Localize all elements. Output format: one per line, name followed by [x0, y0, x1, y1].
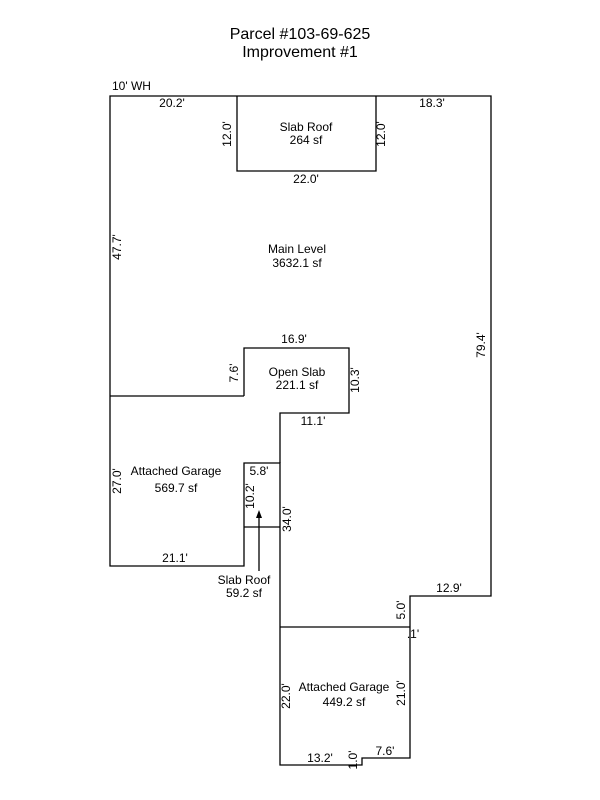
dim-bottom-right: 7.6'	[376, 744, 395, 758]
slab-roof-label: Slab Roof	[280, 120, 333, 134]
dim-open-top: 16.9'	[281, 332, 307, 346]
slab-roof-area: 264 sf	[290, 133, 323, 147]
dim-garage-bottom-left: 22.0'	[279, 683, 293, 709]
improvement-title: Improvement #1	[242, 44, 358, 61]
dim-open-left: 7.6'	[227, 364, 241, 383]
dim-tiny-jog: .1'	[407, 627, 419, 641]
dim-center-vertical: 34.0'	[280, 506, 294, 532]
dim-bottom-notch: 1.0'	[346, 751, 360, 770]
open-slab-outline	[243, 347, 350, 463]
dim-open-bottom: 11.1'	[301, 414, 326, 428]
dim-garage-left-side: 27.0'	[110, 468, 124, 494]
garage-bottom-label: Attached Garage	[299, 680, 390, 694]
dim-top-right: 18.3'	[419, 96, 445, 110]
garage-bottom-area: 449.2 sf	[323, 695, 366, 709]
main-level-label: Main Level	[268, 242, 326, 256]
garage-left-label: Attached Garage	[131, 464, 222, 478]
main-level-outline	[109, 95, 492, 766]
arrow-head-icon	[256, 510, 262, 518]
parcel-title: Parcel #103-69-625	[229, 26, 371, 43]
dim-garage-bottom-right: 21.0'	[394, 680, 408, 706]
dim-slab-right: 12.0'	[374, 121, 388, 147]
dim-main-right: 79.4'	[474, 332, 488, 358]
dim-top-left: 20.2'	[159, 96, 185, 110]
main-level-area: 3632.1 sf	[272, 256, 322, 270]
dim-slab-left: 12.0'	[220, 121, 234, 147]
small-slab-area: 59.2 sf	[226, 586, 263, 600]
open-slab-area: 221.1 sf	[276, 378, 319, 392]
dim-slab-bottom: 22.0'	[293, 172, 319, 186]
dim-open-right: 10.3'	[348, 367, 362, 393]
dim-bottom-left: 13.2'	[307, 751, 333, 765]
dim-small-slab-side: 10.2'	[243, 483, 257, 509]
wh-note: 10' WH	[112, 79, 151, 93]
dim-small-slab-top: 5.8'	[250, 464, 269, 478]
dim-step-vertical: 5.0'	[394, 601, 408, 620]
dim-main-left: 47.7'	[110, 234, 124, 260]
slab-roof-box	[236, 96, 377, 172]
open-slab-label: Open Slab	[269, 365, 326, 379]
dim-garage-left-bottom: 21.1'	[162, 551, 188, 565]
dim-right-step: 12.9'	[436, 581, 462, 595]
small-slab-label: Slab Roof	[218, 573, 271, 587]
garage-left-area: 569.7 sf	[155, 481, 198, 495]
